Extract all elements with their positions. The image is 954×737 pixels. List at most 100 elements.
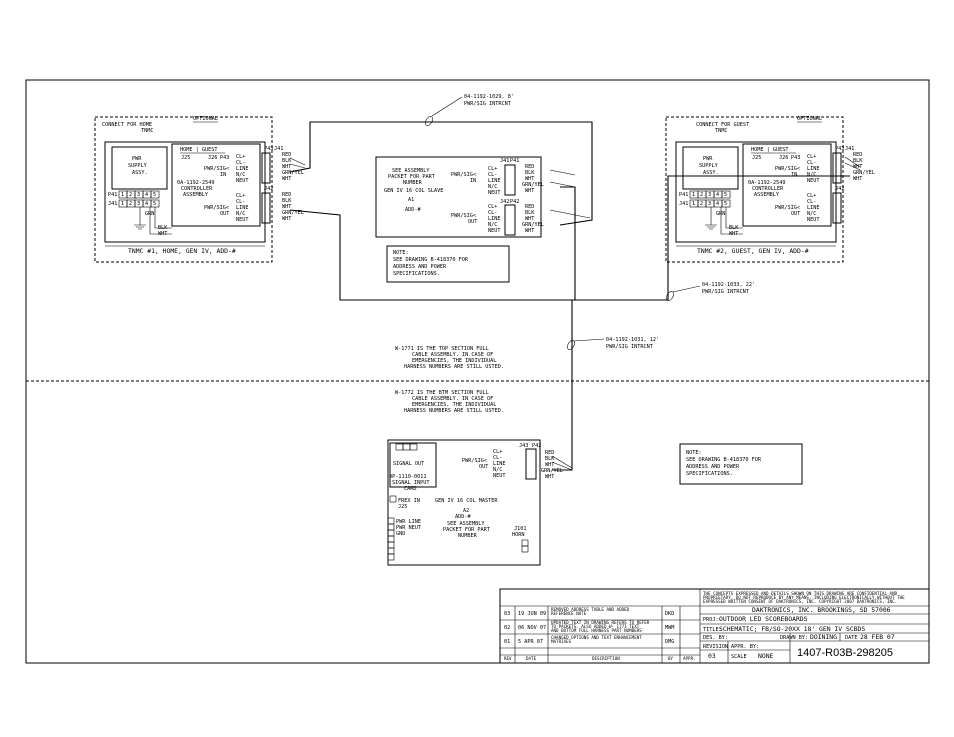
- home-psu-line1: PWR: [132, 156, 142, 162]
- home-pin-5b: 5: [153, 201, 156, 207]
- slave-see-3: NUMBER: [403, 180, 423, 186]
- guest-in-cl-plus: CL+: [807, 154, 816, 160]
- proj: OUTDOOR LED SCOREBOARDS: [719, 615, 808, 623]
- guest-psu-line1: PWR: [703, 156, 713, 162]
- guest-conn-j41: J41: [845, 146, 854, 152]
- cable-2-type: PWR/SIG INTRCNT: [702, 289, 749, 295]
- master-j25: J25: [398, 504, 407, 510]
- drawing-number: 1407-R03B-298205: [797, 647, 893, 659]
- home-wire-out-3: WHT: [282, 204, 291, 210]
- guest-wire-in-2: BLK: [853, 158, 863, 164]
- guest-in-cl-minus: CL-: [807, 160, 816, 166]
- home-out-cl-minus: CL-: [236, 199, 245, 205]
- rev-03-date: 19 JUN 09: [518, 611, 546, 617]
- master-frex: FREX IN: [398, 498, 420, 504]
- note-top-4: HARNESS NUMBERS ARE STILL USTED.: [404, 364, 504, 370]
- master-see-3: NUMBER: [458, 533, 478, 539]
- note2-line2: SEE DRAWING B-418370 FOR: [686, 457, 762, 463]
- master-p42: P42: [532, 443, 541, 449]
- note-1: NOTE: SEE DRAWING B-418370 FOR ADDRESS A…: [386, 245, 510, 283]
- drawn-by: DOINING: [810, 633, 837, 641]
- guest-caption: TNMC #2, GUEST, GEN IV, ADD-#: [697, 247, 809, 255]
- des-label: DES. BY:: [703, 635, 728, 641]
- drawing-title: SCHEMATIC; FB/SO-20XX 18' GEN IV SCBDS: [719, 625, 865, 633]
- slave-out-4: LINE: [488, 216, 501, 222]
- scale: NONE: [758, 652, 774, 660]
- home-psu-line2: SUPPLY: [128, 163, 148, 169]
- slave-out-3: PWR/SIG<: [451, 213, 476, 219]
- home-conn-p43: P43: [264, 146, 273, 152]
- master-pwr-line: PWR LINE: [396, 519, 421, 525]
- master-card-2: SIGNAL INPUT: [392, 480, 429, 486]
- master-j101: J101: [514, 526, 527, 532]
- tnmc-guest: CONNECT FOR GUEST TNMC OPTIONAL PWR SUPP…: [665, 116, 875, 263]
- guest-in-pwrsig: PWR/SIG<: [775, 166, 800, 172]
- guest-in-line: LINE: [807, 166, 820, 172]
- slave-wire-out-3: WHT: [525, 216, 534, 222]
- guest-pin-4: 4: [716, 192, 719, 198]
- slave-a1: A1: [408, 197, 414, 203]
- home-wire-in-3: WHT: [282, 164, 291, 170]
- note1-line1: NOTE:: [393, 250, 409, 256]
- note-top-1: W-1771 IS THE TOP SECTION FULL: [395, 346, 489, 352]
- rev-03-by: DKD: [665, 611, 674, 617]
- slave-title: GEN IV 16 COL SLAVE: [384, 188, 443, 194]
- slave-see-1: SEE ASSEMBLY: [392, 168, 430, 174]
- slave-wire-out-1: RED: [525, 204, 534, 210]
- slave-p42: P42: [510, 199, 519, 205]
- slave-in-6: N/C: [488, 184, 497, 190]
- home-pin-1b: 1: [121, 201, 124, 207]
- hdr-appr: APPR.: [683, 656, 696, 661]
- guest-pin-5b: 5: [724, 201, 727, 207]
- slave-j41: J41: [500, 158, 509, 164]
- confidential-2: PROPRIETARY. DO NOT REPRODUCE BY ANY MEA…: [703, 595, 905, 600]
- note-2: NOTE: SEE DRAWING B-418370 FOR ADDRESS A…: [679, 443, 803, 485]
- tnmc-home: CONNECT FOR HOME TNMC OPTIONAL PWR SUPPL…: [94, 116, 304, 263]
- revision: 03: [708, 652, 716, 660]
- guest-home-guest: HOME | GUEST: [751, 147, 788, 153]
- home-wire-out-1: RED: [282, 192, 291, 198]
- scale-label: SCALE: [731, 654, 747, 660]
- home-connect-label: CONNECT FOR HOME: [102, 122, 152, 128]
- guest-conn-p43: P43: [835, 146, 844, 152]
- gen-iv-master: SIGNAL OUT 0P-1110-0011 SIGNAL INPUT CAR…: [387, 439, 563, 566]
- rev-03-desc-2: REFERENCE NOTE: [551, 611, 587, 616]
- home-in-cl-plus: CL+: [236, 154, 245, 160]
- cable-runs: 04-1192-1029, 8' PWR/SIG INTRCNT 04-1192…: [289, 94, 861, 471]
- home-in-nc: N/C: [236, 172, 245, 178]
- hdr-date: DATE: [526, 656, 537, 661]
- home-j26: J26: [208, 155, 217, 161]
- note1-line4: SPECIFICATIONS.: [393, 271, 440, 277]
- master-add: ADD-#: [455, 514, 471, 520]
- guest-pin-1b: 1: [692, 201, 695, 207]
- slave-out-7: NEUT: [488, 228, 501, 234]
- rev-02-desc-2: TO PACKETS. ALSO ADDED W- 1771 TEXT: [551, 624, 640, 629]
- slave-out-2: CL-: [488, 210, 497, 216]
- guest-pin-strip: 1 2 3 4 5 1 2 3 4 5: [689, 190, 731, 208]
- guest-conn-j42: J42: [835, 186, 844, 192]
- guest-pin-5: 5: [724, 192, 727, 198]
- home-pin-4: 4: [145, 192, 148, 198]
- home-wire-out-2: BLK: [282, 198, 292, 204]
- home-pin-2b: 2: [129, 201, 132, 207]
- home-wire-out-4: GRN/YEL: [282, 210, 304, 216]
- master-see-2: PACKET FOR PART: [443, 527, 490, 533]
- slave-add: ADD-#: [405, 207, 421, 213]
- guest-in-label: IN: [791, 172, 797, 178]
- rev-02-desc-3: AND BOTTOM FULL HARNESS PART NUMBERS: [551, 628, 642, 633]
- note-top-2: CABLE ASSEMBLY. IN CASE OF: [412, 352, 493, 358]
- guest-j41: J41: [679, 201, 688, 207]
- master-wire-4: GRN/YEL: [541, 468, 563, 474]
- master-pwr-neut: PWR NEUT: [396, 525, 421, 531]
- guest-pin-3: 3: [708, 192, 711, 198]
- master-wire-1: RED: [545, 450, 554, 456]
- master-out-2: CL-: [493, 455, 502, 461]
- master-title: GEN IV 16 COL MASTER: [435, 498, 498, 504]
- master-a2: A2: [463, 508, 469, 514]
- title-block: THE CONCEPTS EXPRESSED AND DETAILS SHOWN…: [499, 588, 930, 664]
- guest-j25: J25: [752, 155, 761, 161]
- home-out-nc: N/C: [236, 211, 245, 217]
- guest-pin-4b: 4: [716, 201, 719, 207]
- guest-p43: P43: [791, 155, 800, 161]
- master-out-6: N/C: [493, 467, 502, 473]
